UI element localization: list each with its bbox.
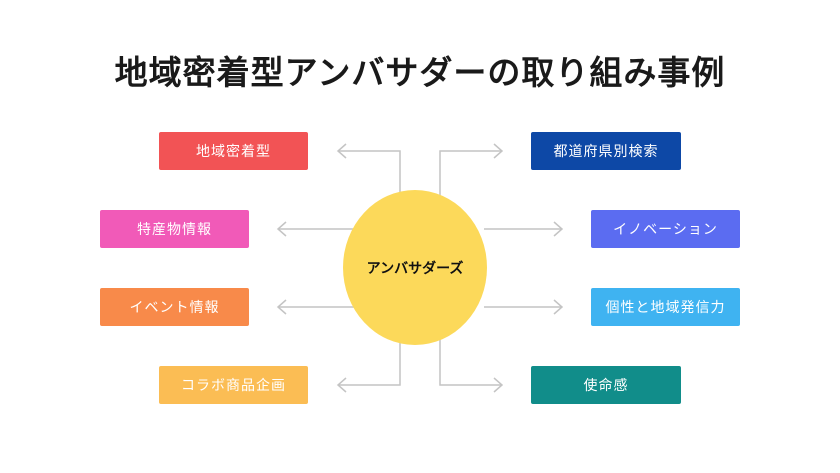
node-mission: 使命感: [531, 366, 681, 404]
arrowhead-right-2: [553, 221, 564, 237]
connector-right-1: [439, 150, 502, 196]
center-node-label: アンバサダーズ: [366, 260, 464, 277]
arrowhead-left-4: [336, 377, 347, 393]
node-event-info: イベント情報: [100, 288, 249, 326]
arrowhead-left-1: [336, 143, 347, 159]
node-label: 都道府県別検索: [553, 144, 659, 160]
node-label: 地域密着型: [196, 144, 271, 160]
arrowhead-right-3: [553, 299, 564, 315]
arrowhead-left-2: [276, 221, 287, 237]
node-prefecture-search: 都道府県別検索: [531, 132, 681, 170]
node-innovation: イノベーション: [591, 210, 740, 248]
node-label: 特産物情報: [137, 222, 212, 238]
node-local-community: 地域密着型: [159, 132, 308, 170]
node-individuality: 個性と地域発信力: [591, 288, 740, 326]
arrowhead-left-3: [276, 299, 287, 315]
center-node: アンバサダーズ: [343, 190, 487, 345]
arrowhead-right-1: [493, 143, 504, 159]
node-collab-product: コラボ商品企画: [159, 366, 308, 404]
node-label: 個性と地域発信力: [605, 300, 726, 316]
arrowhead-right-4: [493, 377, 504, 393]
connector-left-1: [338, 150, 401, 196]
connector-right-4: [439, 339, 502, 386]
page-title: 地域密着型アンバサダーの取り組み事例: [114, 53, 726, 92]
node-label: 使命感: [583, 378, 629, 394]
node-local-specialties: 特産物情報: [100, 210, 249, 248]
connector-left-4: [338, 339, 401, 386]
node-label: イベント情報: [129, 300, 220, 316]
node-label: イノベーション: [613, 222, 718, 238]
node-label: コラボ商品企画: [181, 378, 286, 394]
